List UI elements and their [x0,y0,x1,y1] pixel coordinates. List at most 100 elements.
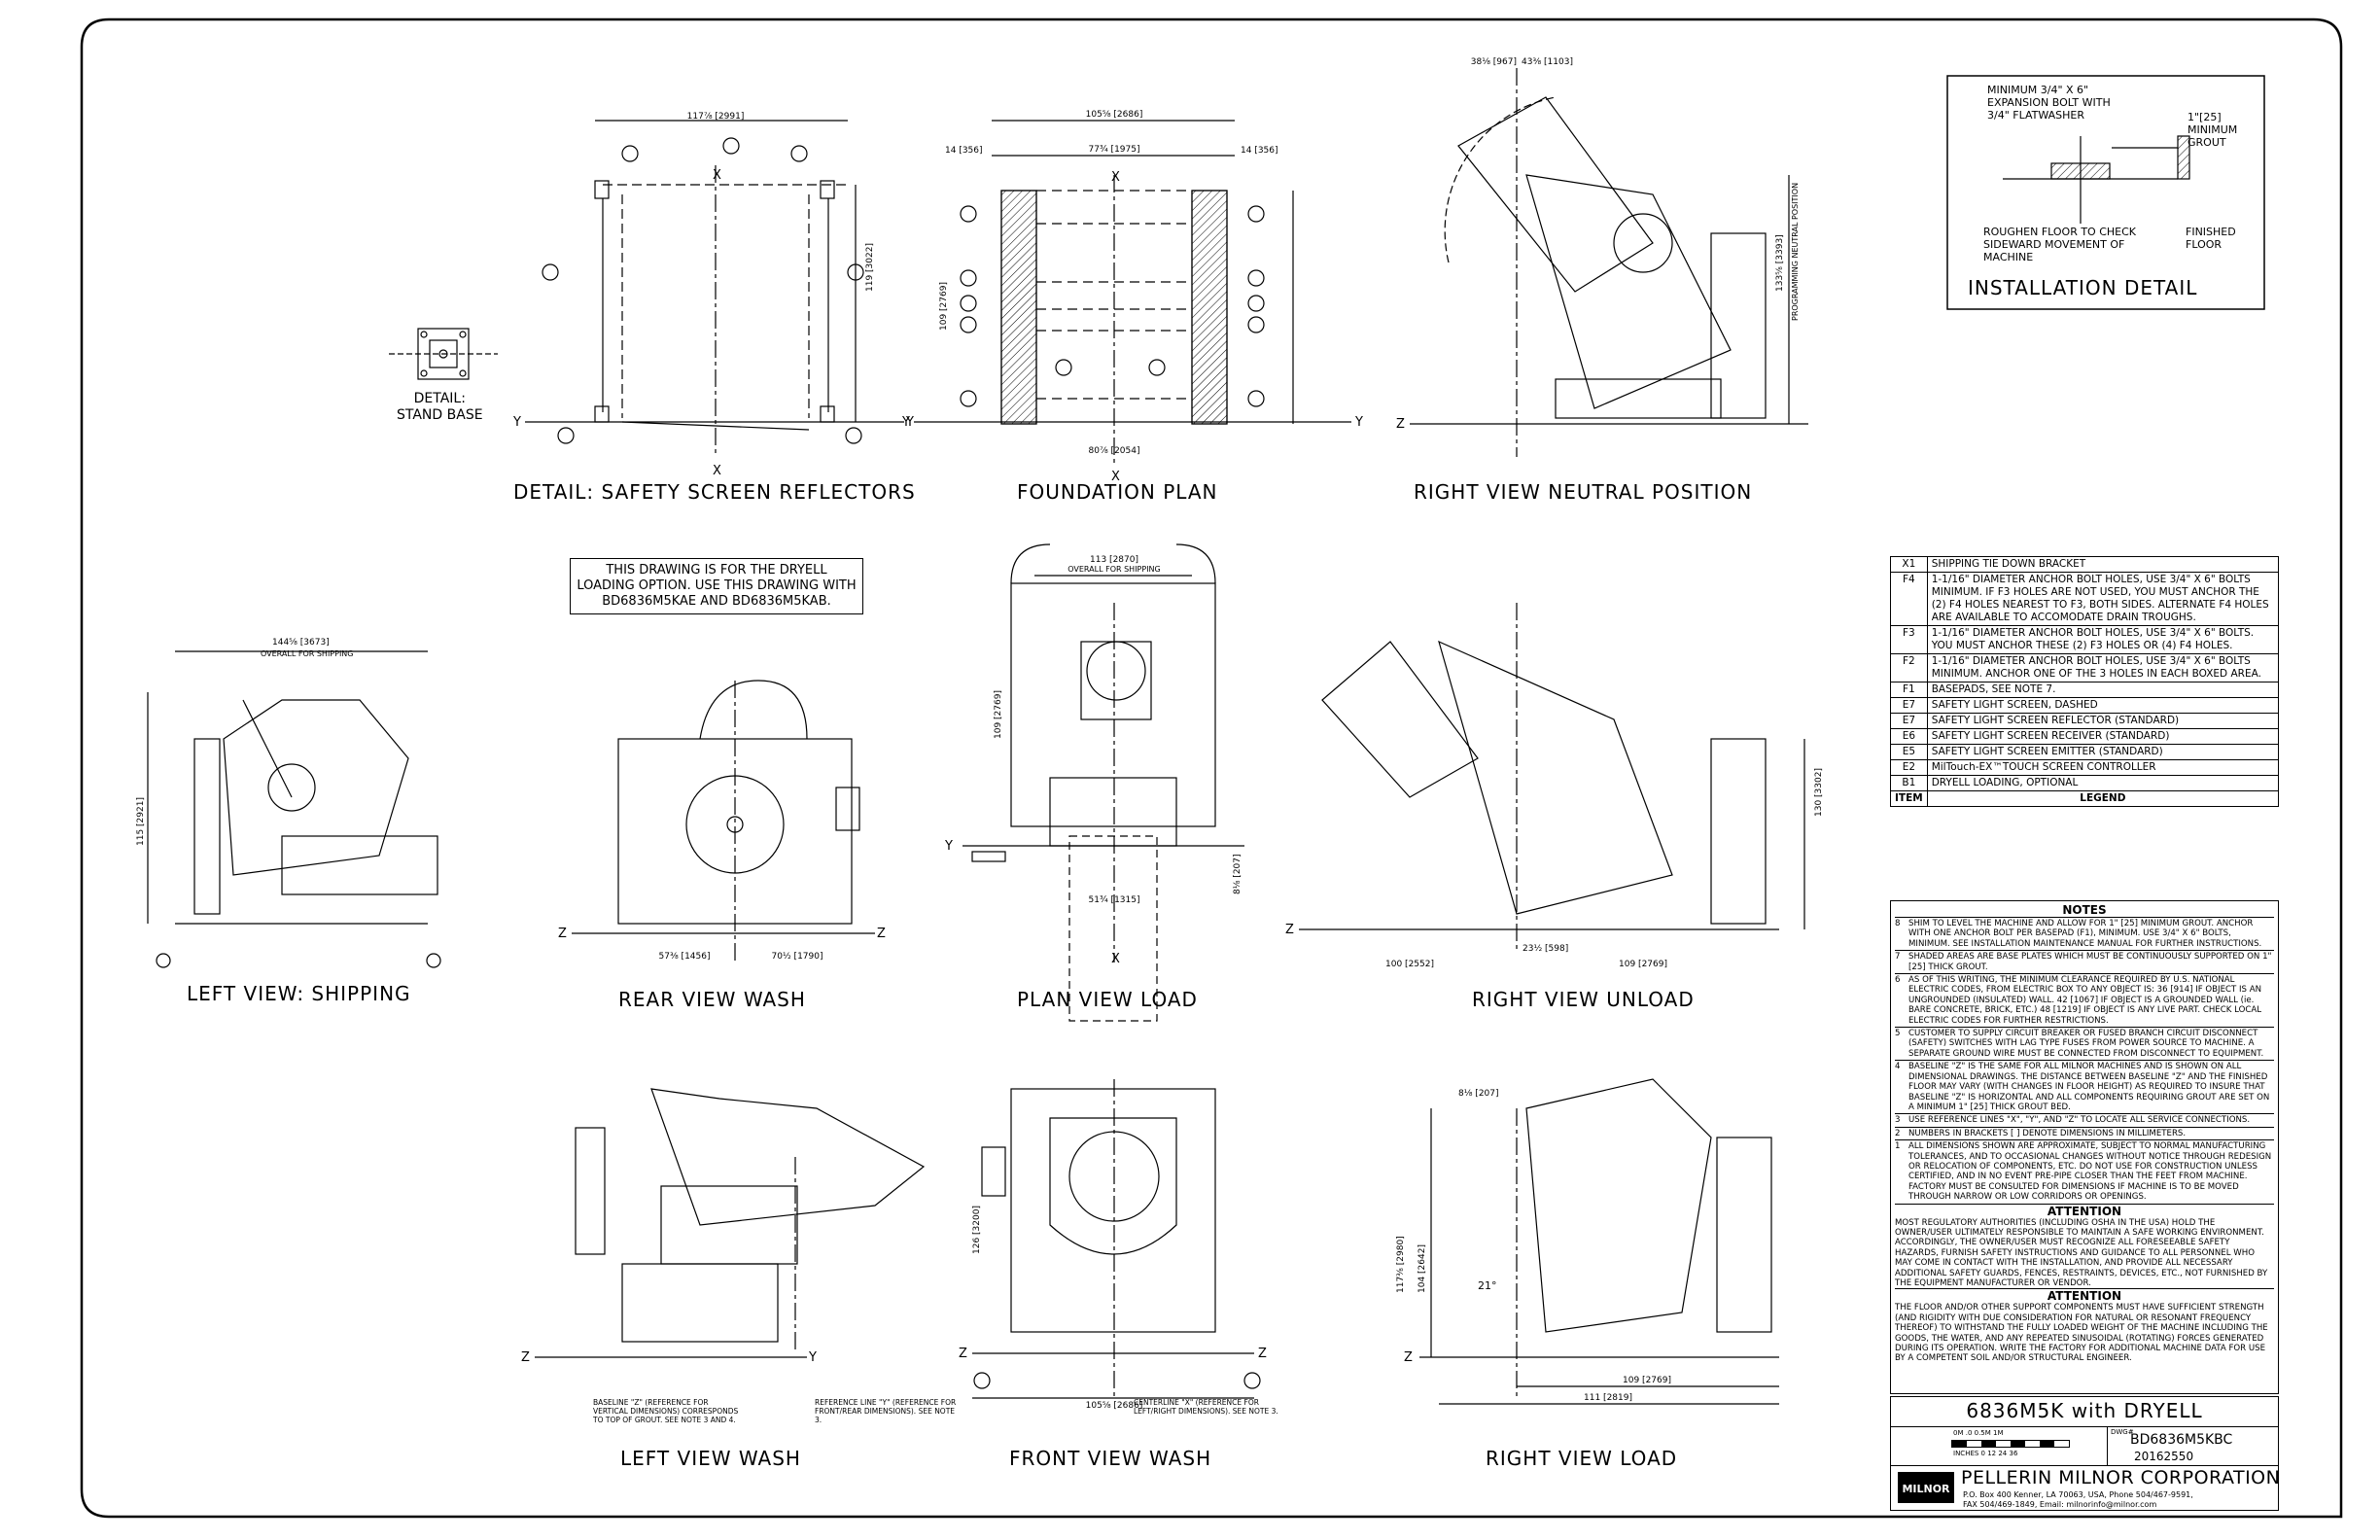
note-text: USE REFERENCE LINES "X", "Y", AND "Z" TO… [1908,1115,2251,1126]
notes-title: NOTES [2062,903,2107,917]
dim-rn-b: 43⅜ [1103] [1522,57,1573,67]
title-front-wash: FRONT VIEW WASH [1009,1447,1212,1470]
dim-fd-side: 109 [2769] [939,282,949,331]
note-text: AS OF THIS WRITING, THE MINIMUM CLEARANC… [1908,975,2262,1026]
svg-text:Z: Z [558,927,567,941]
inst-roughen: ROUGHEN FLOOR TO CHECK SIDEWARD MOVEMENT… [1983,226,2137,263]
legend-code: E7 [1890,713,1928,729]
svg-text:Z: Z [959,1347,967,1361]
svg-text:Y: Y [808,1350,817,1365]
rear-wash-view [572,680,875,962]
note-text: ALL DIMENSIONS SHOWN ARE APPROXIMATE, SU… [1908,1141,2272,1203]
dim-ru-a: 100 [2552] [1385,960,1434,969]
legend-code: B1 [1890,775,1928,791]
dim-ss-overall: 117⅞ [2991] [687,112,745,122]
dim-rl-8: 8⅛ [207] [1458,1089,1499,1099]
scale-top: 0M .0 0.5M 1M [1953,1429,2004,1437]
dim-rl-angle: 21° [1478,1279,1497,1292]
dim-pl-h: 109 [2769] [994,690,1003,739]
note-number: 4 [1895,1062,1901,1072]
front-wash-view [972,1079,1261,1400]
dwg-date: 20162550 [2134,1450,2194,1463]
legend-text: 1-1/16" DIAMETER ANCHOR BOLT HOLES, USE … [1926,653,2280,682]
dim-pl-8: 8⅛ [207] [1233,854,1242,894]
note-text: NUMBERS IN BRACKETS [ ] DENOTE DIMENSION… [1908,1128,2187,1138]
dryell-note: THIS DRAWING IS FOR THE DRYELL LOADING O… [570,558,863,614]
title-left-shipping: LEFT VIEW: SHIPPING [187,982,411,1005]
stand-base-detail [389,328,498,380]
note-number: 7 [1895,952,1901,962]
foundation-plan [914,120,1351,465]
scale-bar [1951,1440,2070,1448]
note-number: 3 [1895,1115,1901,1126]
legend-text: SAFETY LIGHT SCREEN REFLECTOR (STANDARD) [1926,713,2280,729]
inst-finished: FINISHED FLOOR [2186,226,2236,251]
title-safety-screen: DETAIL: SAFETY SCREEN REFLECTORS [513,480,916,504]
company-address: P.O. Box 400 Kenner, LA 70063, USA, Phon… [1963,1490,2193,1499]
callout-ref-y: REFERENCE LINE "Y" (REFERENCE FOR FRONT/… [815,1398,957,1424]
plan-load-view [962,543,1244,1022]
svg-text:Y: Y [905,415,914,430]
callout-baseline-z: BASELINE "Z" (REFERENCE FOR VERTICAL DIM… [593,1398,739,1424]
dim-fw-h: 126 [3200] [972,1206,982,1254]
title-plan-load: PLAN VIEW LOAD [1017,988,1198,1011]
dim-fd-left: 14 [356] [945,146,983,156]
dim-ss-119: 119 [3022] [865,243,875,292]
attention-2-title: ATTENTION [1895,1288,2274,1303]
title-left-wash: LEFT VIEW WASH [620,1447,801,1470]
inst-title: INSTALLATION DETAIL [1968,276,2198,299]
attention-1-text: MOST REGULATORY AUTHORITIES (INCLUDING O… [1895,1217,2268,1288]
dim-pl-over: 113 [2870] [1090,555,1138,565]
legend-code: E7 [1890,697,1928,714]
legend-header-item: ITEM [1890,790,1928,807]
svg-text:X: X [1111,170,1120,185]
left-shipping-view [147,650,441,968]
dwg-number: BD6836M5KBC [2130,1432,2233,1448]
note-text: BASELINE "Z" IS THE SAME FOR ALL MILNOR … [1908,1062,2270,1112]
dwg-label: DWG# [2111,1428,2134,1436]
svg-text:Z: Z [1396,417,1405,432]
svg-text:Z: Z [1285,923,1294,937]
dim-ru-h: 130 [3302] [1814,768,1824,817]
company-name: PELLERIN MILNOR CORPORATION [1961,1467,2281,1488]
note-item: 1 ALL DIMENSIONS SHOWN ARE APPROXIMATE, S… [1895,1139,2274,1203]
dim-rl-h1: 117⅜ [2980] [1396,1236,1406,1293]
legend-text: DRYELL LOADING, OPTIONAL [1926,775,2280,791]
note-number: 1 [1895,1141,1901,1152]
title-right-load: RIGHT VIEW LOAD [1486,1447,1678,1470]
dim-ls-ship: OVERALL FOR SHIPPING [261,649,354,658]
legend-code: F2 [1890,653,1928,682]
dim-fw-top: 105⅝ [2686] [1086,1401,1143,1411]
legend-code: F4 [1890,572,1928,626]
legend-code: E6 [1890,728,1928,745]
dim-fd-top: 105⅝ [2686] [1086,110,1143,120]
dim-ls-h: 115 [2921] [136,797,146,846]
right-unload-view [1299,603,1805,953]
dim-pl-mid: 51¾ [1315] [1089,895,1140,905]
dim-rn-h: 133⅝ [3393] [1775,234,1785,292]
svg-text:X: X [713,168,721,183]
title-right-neutral: RIGHT VIEW NEUTRAL POSITION [1414,480,1753,504]
right-load-view [1419,1078,1779,1405]
legend-code: F3 [1890,625,1928,654]
legend-text: SAFETY LIGHT SCREEN RECEIVER (STANDARD) [1926,728,2280,745]
legend-code: X1 [1890,556,1928,573]
svg-text:Y: Y [944,839,953,854]
title-stand-base: DETAIL: STAND BASE [397,391,483,423]
svg-text:Z: Z [521,1350,530,1365]
note-text: CUSTOMER TO SUPPLY CIRCUIT BREAKER OR FU… [1908,1029,2264,1059]
scale-bottom: INCHES 0 12 24 36 [1953,1450,2018,1457]
